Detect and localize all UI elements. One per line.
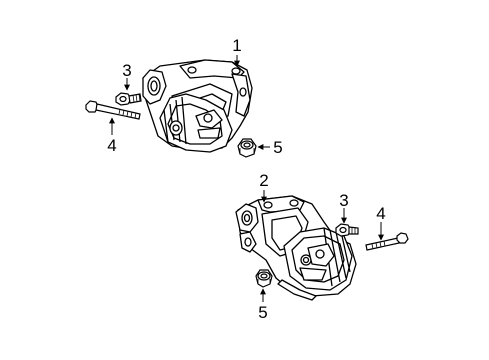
callout-4-lower: 4 <box>376 204 386 223</box>
callout-3-lower: 3 <box>339 191 349 210</box>
callout-2-lower: 2 <box>259 171 269 190</box>
lower-nut-5 <box>256 270 272 287</box>
upper-mount-bracket <box>143 60 252 152</box>
upper-bolt-4 <box>86 101 140 119</box>
upper-bolt-3 <box>116 93 141 105</box>
lower-bolt-4 <box>366 233 408 250</box>
callout-5-upper: 5 <box>273 138 283 157</box>
lower-leaders <box>260 190 384 302</box>
callout-1-upper: 1 <box>232 36 242 55</box>
lower-bolt-3 <box>336 224 358 236</box>
callout-4-upper: 4 <box>107 136 117 155</box>
callout-3-upper: 3 <box>122 61 132 80</box>
lower-mount-bracket <box>236 196 356 300</box>
callout-5-lower: 5 <box>258 303 268 322</box>
upper-leaders <box>109 55 270 150</box>
upper-nut-5 <box>238 139 256 157</box>
